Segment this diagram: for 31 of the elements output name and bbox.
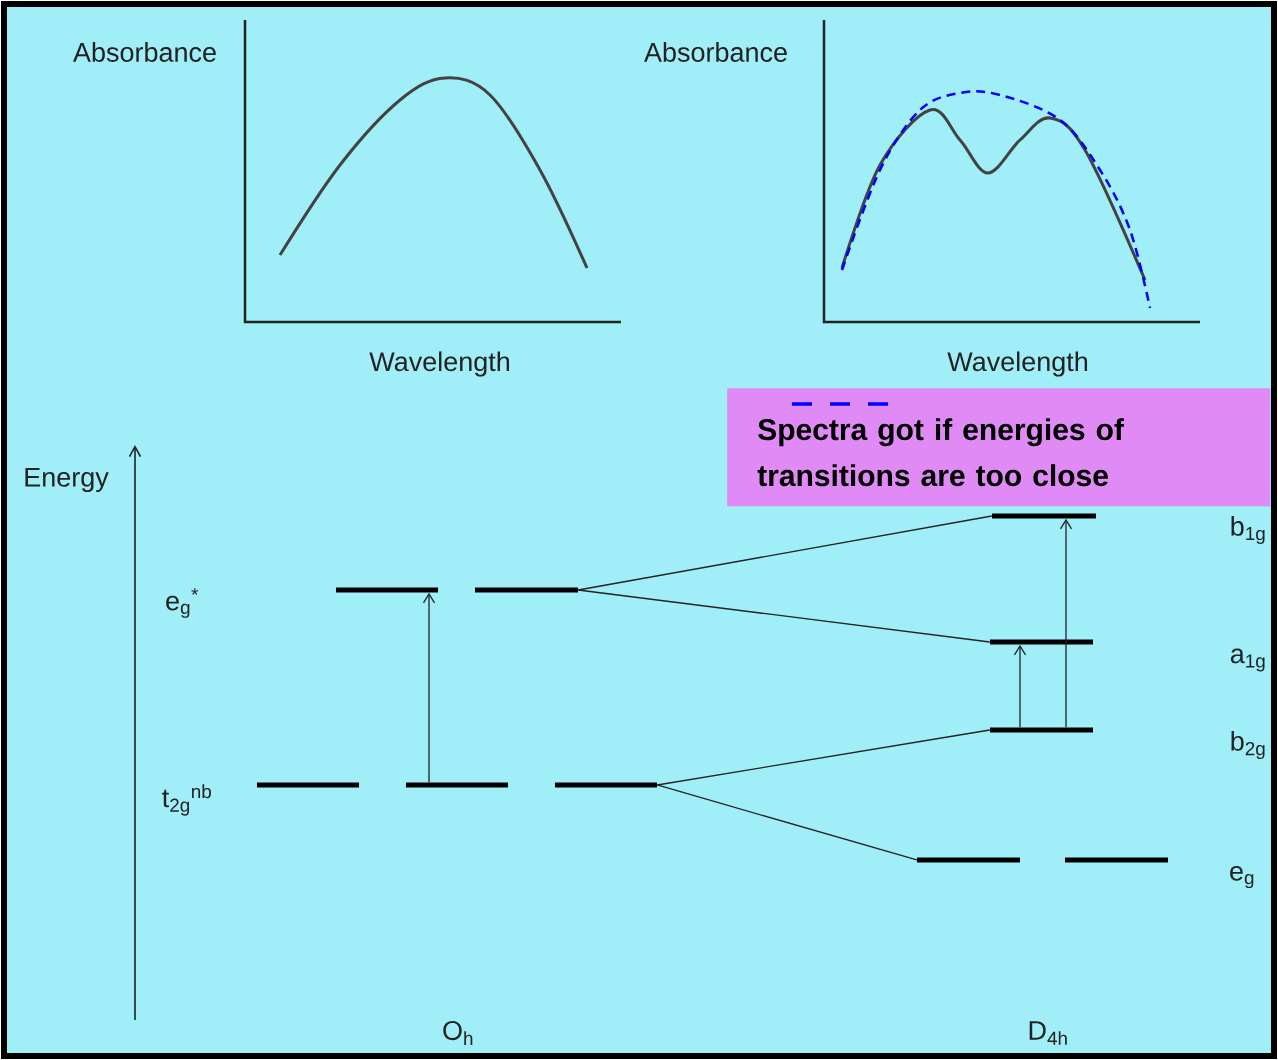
axis-label: Absorbance: [73, 42, 216, 62]
level-label: t$_{2g}$nb: [162, 784, 211, 816]
axis-label: Wavelength: [369, 351, 510, 377]
level-label: e$_{g}$*: [166, 588, 199, 618]
energy-level-bar: [406, 782, 508, 788]
level-label: e$_{g}$: [1230, 865, 1254, 889]
correlation-line: [577, 589, 991, 643]
symmetry-label: D$_{4h}$: [1029, 1021, 1067, 1045]
transition-arrow: [1013, 644, 1027, 728]
axis-label: Absorbance: [644, 42, 787, 62]
correlation-line: [656, 729, 991, 786]
level-label: a$_{1g}$: [1230, 648, 1265, 672]
energy-level-bar: [917, 857, 1020, 863]
energy-level-bar: [990, 639, 1093, 645]
level-label: b$_{2g}$: [1231, 730, 1265, 760]
transition-arrow: [422, 592, 436, 783]
energy-level-bar: [257, 782, 359, 788]
symmetry-label: O$_{h}$: [443, 1021, 473, 1045]
energy-level-bar: [555, 782, 657, 788]
energy-level-bar: [475, 587, 578, 593]
correlation-line: [577, 515, 993, 591]
energy-level-bar: [336, 587, 438, 593]
energy-level-bar: [992, 513, 1096, 519]
correlation-line: [656, 784, 918, 861]
axis-label: Energy: [25, 467, 109, 493]
axis-label: Wavelength: [947, 351, 1088, 377]
legend-box: Spectra got if energies of transitions are too close: [727, 388, 1271, 507]
energy-level-bar: [1065, 857, 1168, 863]
level-label: b$_{1g}$: [1231, 516, 1265, 544]
transition-arrow: [1059, 518, 1073, 728]
energy-level-bar: [990, 727, 1093, 733]
